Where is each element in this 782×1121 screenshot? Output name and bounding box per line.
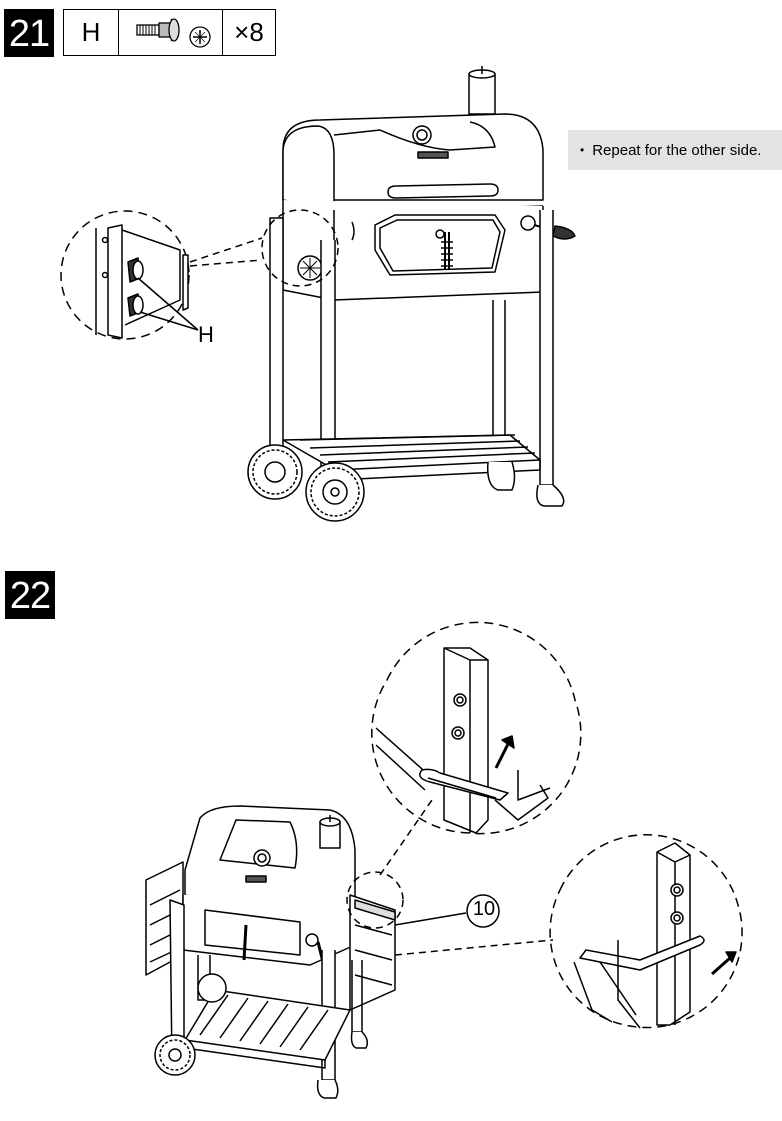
- parts-box: H ×8: [63, 9, 276, 56]
- part-quantity: ×8: [234, 17, 264, 47]
- grill-step21: [247, 66, 576, 522]
- bullet-icon: •: [580, 143, 585, 157]
- step-22-number: 22: [5, 571, 55, 619]
- part-letter: H: [64, 10, 119, 55]
- grill-step22: [145, 805, 467, 1099]
- detail-circle-step21: [60, 210, 263, 340]
- callout-label-h: H: [198, 322, 214, 347]
- screw-icon: [119, 10, 223, 55]
- part-10-label: 10: [472, 898, 496, 920]
- part-10-callout-circle: [466, 894, 500, 928]
- step-21-number: 21: [4, 9, 54, 57]
- detail-circle-step22-lower: [549, 834, 743, 1029]
- note-text: Repeat for the other side.: [592, 141, 762, 159]
- note-box: • Repeat for the other side.: [568, 130, 782, 170]
- detail-circle-step22-upper: [371, 621, 582, 835]
